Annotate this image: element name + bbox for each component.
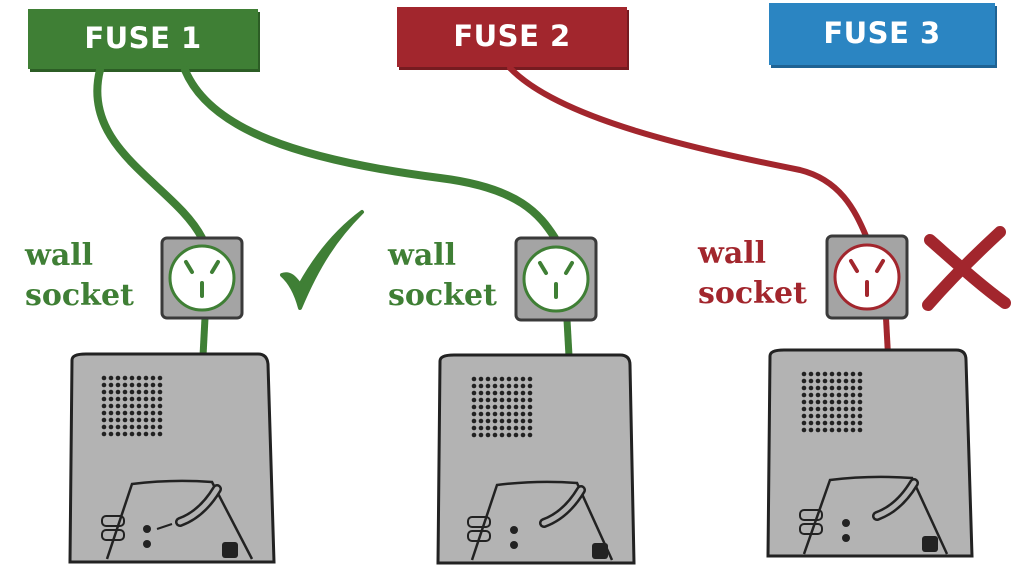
socket-2-label-line1: wall: [388, 238, 457, 273]
wire-fuse2-socket3: [507, 65, 869, 239]
socket-1-label-line2: socket: [25, 278, 134, 313]
socket-3-label-line2: socket: [698, 276, 807, 311]
socket-1-label-line1: wall: [25, 238, 94, 273]
socket-2-label: wall socket: [388, 236, 497, 316]
device-2: [436, 353, 636, 565]
fuse-2-label: FUSE 2: [453, 19, 571, 53]
socket-2-label-line2: socket: [388, 278, 497, 313]
fuse-2-box: FUSE 2: [397, 7, 627, 67]
device-3-speaker-grille: [801, 371, 863, 433]
wire-socket1-device1: [199, 317, 209, 357]
socket-3-label-line1: wall: [698, 236, 767, 271]
device-1-speaker-grille: [101, 375, 163, 437]
wire-fuse1-socket2: [181, 66, 559, 242]
socket-1-label: wall socket: [25, 236, 134, 316]
socket-3-label: wall socket: [698, 234, 807, 314]
wire-socket2-device2: [563, 319, 573, 357]
wall-socket-3: [825, 234, 909, 320]
wall-socket-2: [514, 236, 598, 322]
wire-fuse1-socket1: [93, 66, 206, 242]
cross-icon: [922, 226, 1011, 311]
fuse-3-label: FUSE 3: [823, 16, 941, 50]
wall-socket-1: [160, 236, 244, 320]
fuse-1-box: FUSE 1: [28, 9, 258, 69]
device-3: [766, 348, 974, 558]
device-2-speaker-grille: [471, 376, 533, 438]
fuse-1-label: FUSE 1: [84, 21, 202, 55]
fuse-3-box: FUSE 3: [769, 3, 995, 65]
tick-icon: [280, 210, 364, 310]
device-1: [68, 352, 276, 564]
